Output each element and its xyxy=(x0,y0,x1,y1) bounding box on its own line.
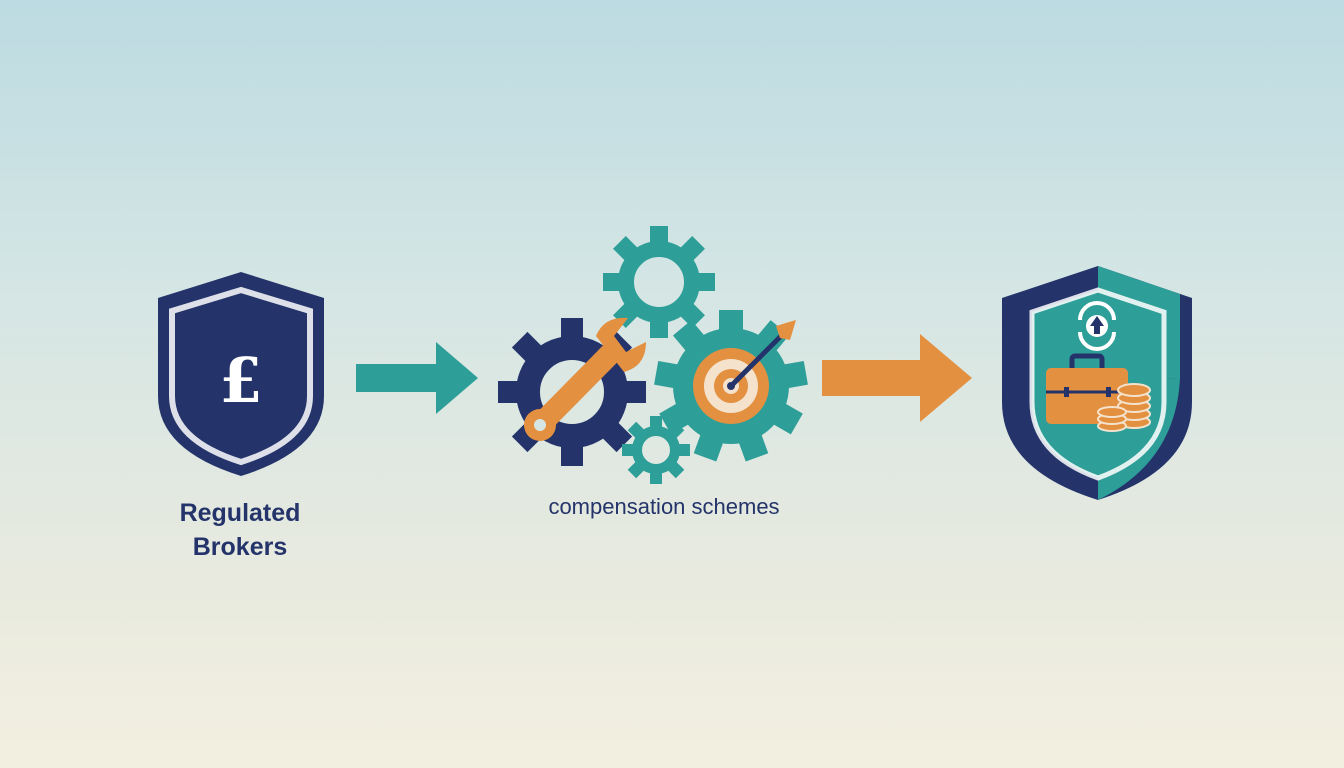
regulated-brokers-label: Regulated Brokers xyxy=(140,496,340,564)
arrow-right-icon xyxy=(822,334,972,422)
gears-wrench-target-icon xyxy=(498,226,808,484)
compensation-schemes-label: compensation schemes xyxy=(548,494,780,519)
shield-pound-icon: £ xyxy=(158,272,324,476)
target-icon xyxy=(693,320,796,424)
arrow-right-icon xyxy=(356,342,478,414)
gear-icon xyxy=(622,416,690,484)
label-line-2: Brokers xyxy=(192,533,288,561)
pound-symbol: £ xyxy=(219,344,262,417)
coins-icon xyxy=(1097,383,1151,432)
wrench-icon xyxy=(524,317,646,441)
shield-briefcase-coins-icon xyxy=(1002,266,1192,500)
label-line-1: Regulated xyxy=(179,499,301,527)
refresh-up-icon xyxy=(1078,301,1116,351)
